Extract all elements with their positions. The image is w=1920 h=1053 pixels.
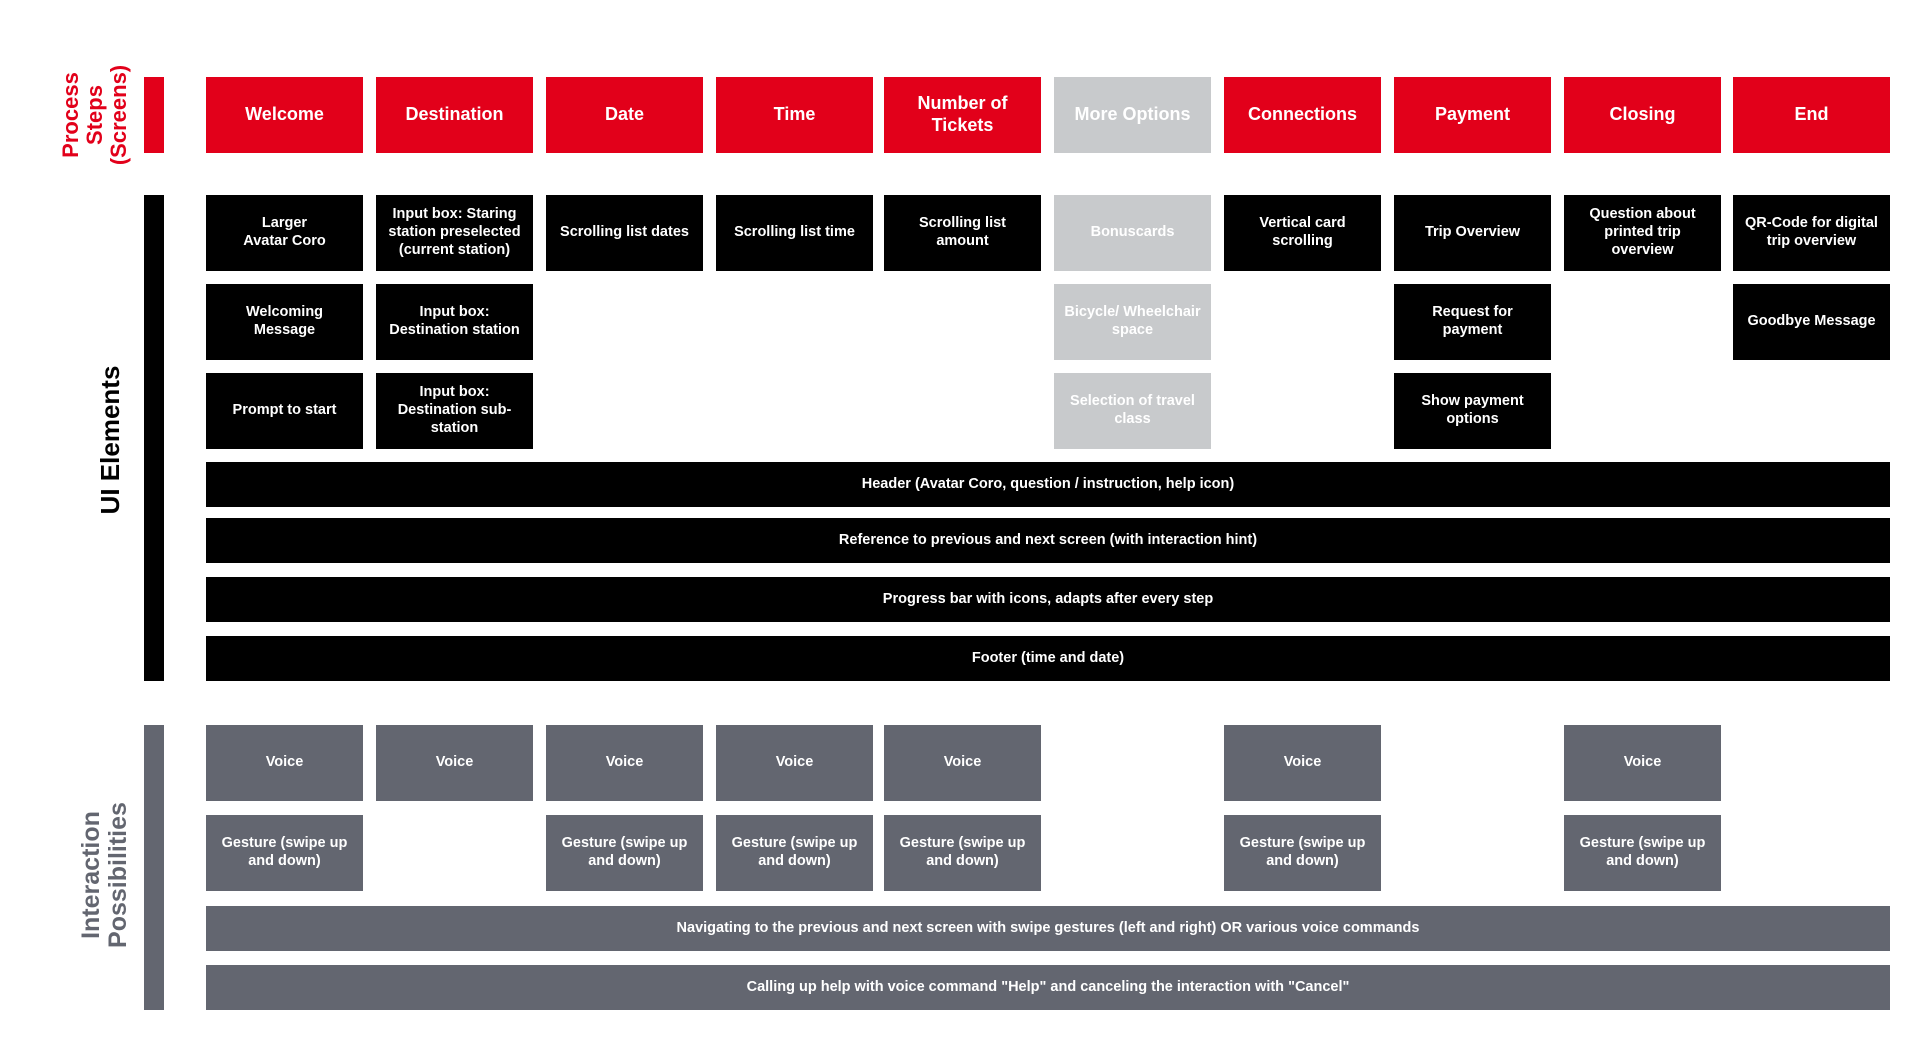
voice-destination: Voice (376, 725, 533, 801)
voice-time: Voice (716, 725, 873, 801)
gesture-connections: Gesture (swipe up and down) (1224, 815, 1381, 891)
gesture-tickets: Gesture (swipe up and down) (884, 815, 1041, 891)
ui-trip-overview: Trip Overview (1394, 195, 1551, 271)
navigation-swipe-voice-bar: Navigating to the previous and next scre… (206, 906, 1890, 951)
ui-bicycle-wheelchair-space: Bicycle/ Wheelchair space (1054, 284, 1211, 360)
interaction-label-line-2: Possibilities (104, 802, 132, 948)
ui-bonuscards: Bonuscards (1054, 195, 1211, 271)
ui-footer-bar: Footer (time and date) (206, 636, 1890, 681)
process-label-line-3: (Screens) (106, 64, 132, 166)
ui-input-destination-station: Input box: Destination station (376, 284, 533, 360)
voice-closing: Voice (1564, 725, 1721, 801)
gesture-date: Gesture (swipe up and down) (546, 815, 703, 891)
ui-prompt-to-start: Prompt to start (206, 373, 363, 449)
ui-goodbye-message: Goodbye Message (1733, 284, 1890, 360)
step-connections: Connections (1224, 77, 1381, 153)
step-destination: Destination (376, 77, 533, 153)
help-cancel-voice-bar: Calling up help with voice command "Help… (206, 965, 1890, 1010)
voice-connections: Voice (1224, 725, 1381, 801)
process-steps-label: Process Steps (Screens) (58, 15, 131, 215)
ui-scrolling-list-dates: Scrolling list dates (546, 195, 703, 271)
step-more-options: More Options (1054, 77, 1211, 153)
ui-progress-bar-row: Progress bar with icons, adapts after ev… (206, 577, 1890, 622)
voice-welcome: Voice (206, 725, 363, 801)
ui-request-for-payment: Request for payment (1394, 284, 1551, 360)
step-time: Time (716, 77, 873, 153)
step-closing: Closing (1564, 77, 1721, 153)
gesture-closing: Gesture (swipe up and down) (1564, 815, 1721, 891)
interaction-possibilities-label: Interaction Possibilities (75, 755, 135, 995)
ui-selection-travel-class: Selection of travel class (1054, 373, 1211, 449)
ui-show-payment-options: Show payment options (1394, 373, 1551, 449)
ui-elements-bar (144, 195, 164, 681)
step-number-of-tickets: Number of Tickets (884, 77, 1041, 153)
ui-scrolling-list-amount: Scrolling list amount (884, 195, 1041, 271)
voice-tickets: Voice (884, 725, 1041, 801)
gesture-welcome: Gesture (swipe up and down) (206, 815, 363, 891)
ui-vertical-card-scrolling: Vertical card scrolling (1224, 195, 1381, 271)
step-date: Date (546, 77, 703, 153)
ui-qr-code-digital-trip-overview: QR-Code for digital trip overview (1733, 195, 1890, 271)
ui-question-printed-trip-overview: Question about printed trip overview (1564, 195, 1721, 271)
interaction-label-line-1: Interaction (76, 811, 105, 939)
ui-input-destination-substation: Input box: Destination sub- station (376, 373, 533, 449)
ui-input-starting-station: Input box: Staring station preselected (… (376, 195, 533, 271)
ui-elements-label: UI Elements (94, 365, 125, 515)
ui-header-bar: Header (Avatar Coro, question / instruct… (206, 462, 1890, 507)
ui-larger-avatar-coro: Larger Avatar Coro (206, 195, 363, 271)
process-label-line-2: Steps (81, 85, 107, 145)
step-welcome: Welcome (206, 77, 363, 153)
voice-date: Voice (546, 725, 703, 801)
ui-scrolling-list-time: Scrolling list time (716, 195, 873, 271)
process-label-line-1: Process (57, 72, 83, 158)
ui-welcoming-message: Welcoming Message (206, 284, 363, 360)
step-payment: Payment (1394, 77, 1551, 153)
step-end: End (1733, 77, 1890, 153)
gesture-time: Gesture (swipe up and down) (716, 815, 873, 891)
ui-reference-prev-next-bar: Reference to previous and next screen (w… (206, 518, 1890, 563)
process-bar (144, 77, 164, 153)
interaction-bar (144, 725, 164, 1010)
